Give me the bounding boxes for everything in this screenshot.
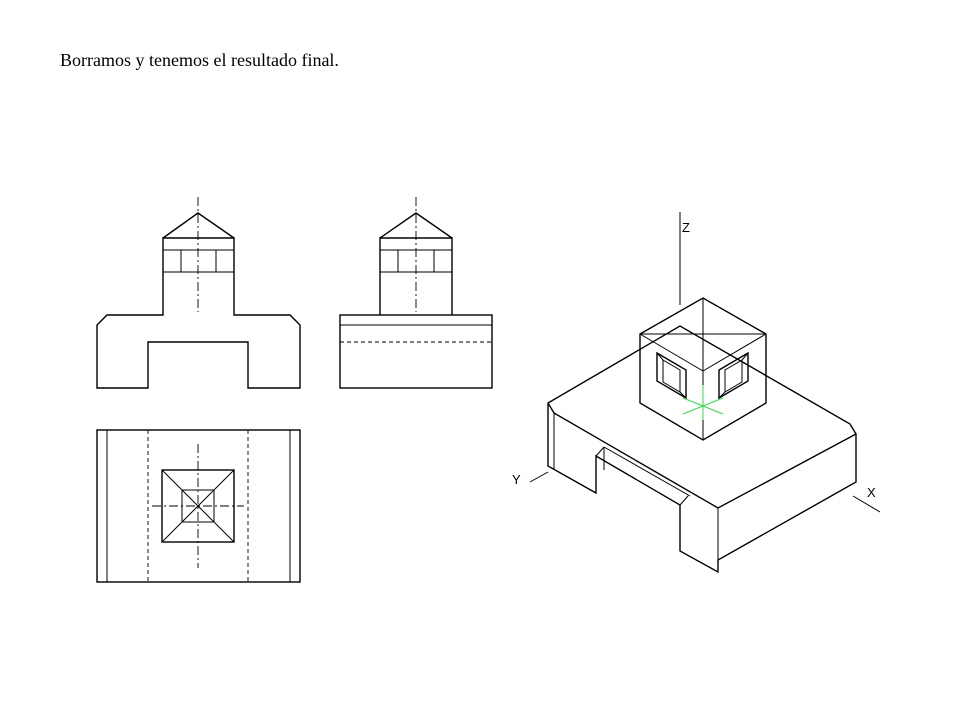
y-axis-label: Y [512,472,521,487]
z-axis-label: Z [682,220,690,235]
x-axis-label: X [867,485,876,500]
front-view [96,197,301,389]
y-axis [529,471,549,483]
top-view [96,429,301,583]
side-view [339,197,493,389]
caption: Borramos y tenemos el resultado final. [60,50,339,70]
x-axis [852,495,881,513]
center-mark [682,385,724,420]
isometric-view: Z Y X [512,212,881,574]
